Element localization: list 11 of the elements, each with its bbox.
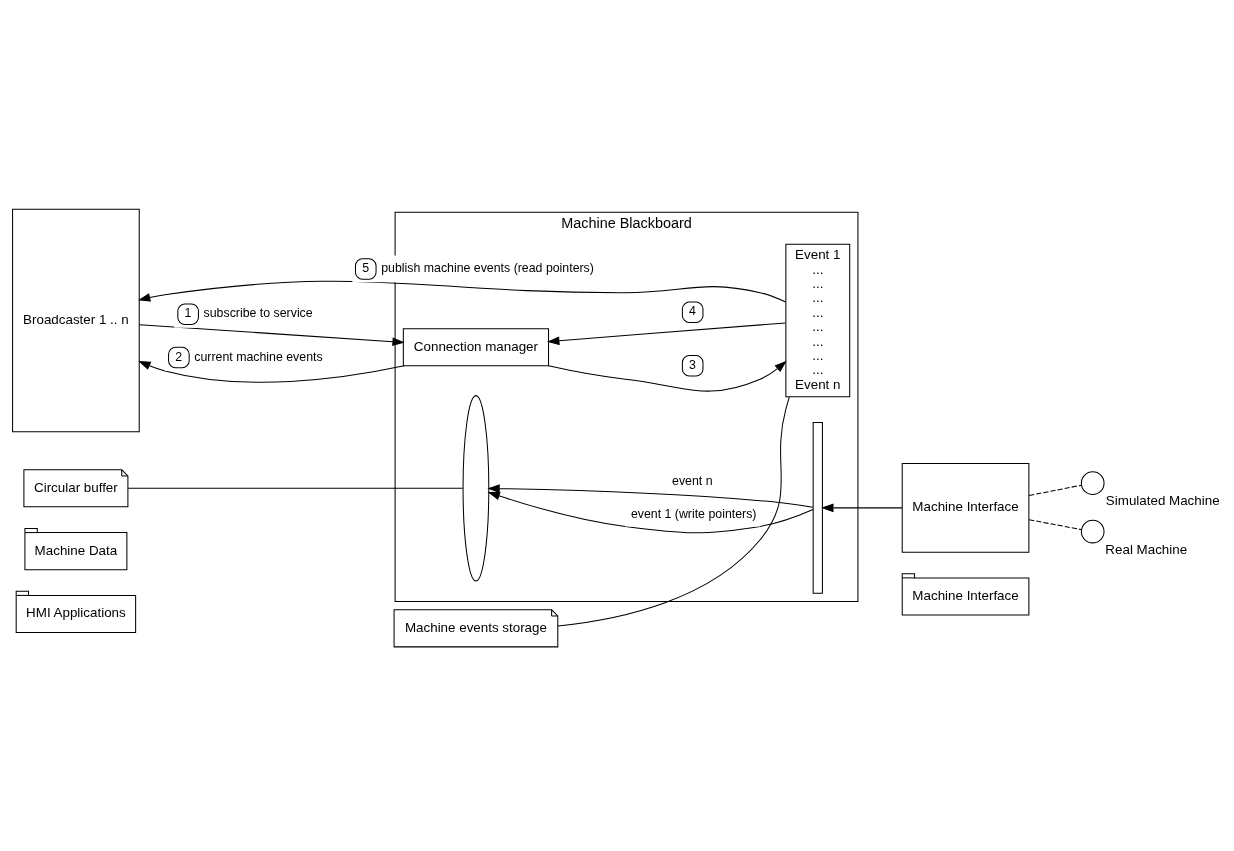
node-label: Real Machine [1105,541,1188,557]
label: 3 [689,357,696,372]
label: 4 [689,304,696,319]
edge-label: subscribe to service [203,306,313,321]
node-label: Simulated Machine [1105,493,1220,509]
label: 5 [362,261,370,276]
edge-label: event n [672,474,713,489]
label: 2 [175,349,183,364]
edge-label: current machine events [194,349,323,364]
edge-label: event 1 (write pointers) [630,507,757,522]
label: 1 [184,306,192,321]
